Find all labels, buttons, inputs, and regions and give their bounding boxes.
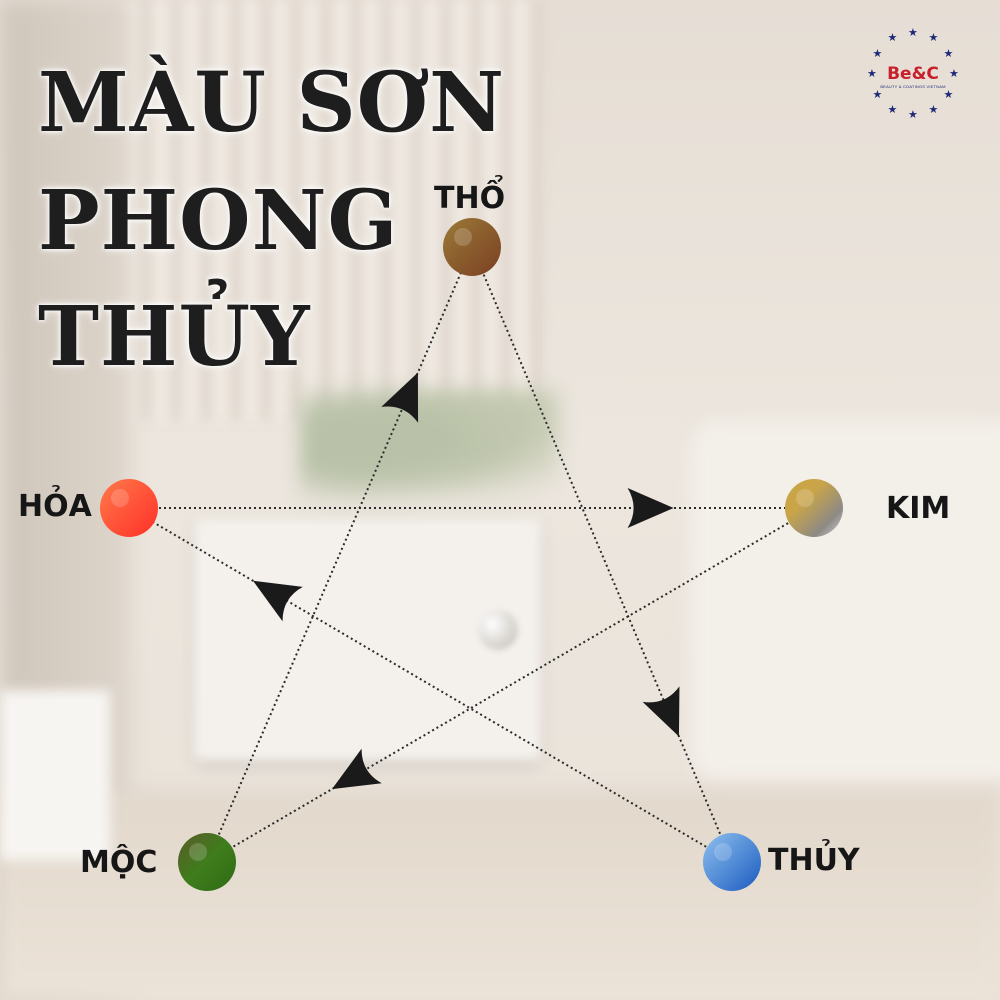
node-thuy-highlight bbox=[714, 843, 732, 861]
label-moc: MỘC bbox=[80, 845, 158, 880]
arrowhead-hoa-to-kim bbox=[627, 488, 674, 528]
logo-star-icon: ★ bbox=[949, 68, 959, 80]
label-thuy: THỦY bbox=[768, 843, 860, 878]
background-floor bbox=[0, 790, 1000, 1000]
node-thuy bbox=[703, 833, 761, 891]
arrowhead-kim-to-moc bbox=[331, 748, 382, 790]
logo-star-icon: ★ bbox=[943, 88, 954, 101]
arrowhead-moc-to-tho bbox=[381, 372, 419, 423]
background-plant bbox=[300, 390, 560, 520]
edge-moc-to-tho bbox=[206, 246, 473, 863]
background-cabinet-knob bbox=[478, 610, 518, 650]
node-hoa bbox=[100, 479, 158, 537]
label-kim: KIM bbox=[886, 491, 951, 526]
logo-star-icon: ★ bbox=[872, 47, 883, 60]
logo-star-icon: ★ bbox=[928, 32, 939, 45]
edge-thuy-to-hoa bbox=[128, 507, 733, 863]
logo-star-icon: ★ bbox=[908, 27, 918, 39]
label-hoa: HỎA bbox=[18, 489, 92, 524]
node-tho bbox=[443, 218, 501, 276]
node-moc bbox=[178, 833, 236, 891]
edge-tho-to-thuy bbox=[471, 246, 733, 863]
background-lamp bbox=[0, 690, 110, 860]
node-hoa-highlight bbox=[111, 489, 129, 507]
arrowhead-tho-to-thuy bbox=[642, 686, 680, 737]
node-moc-highlight bbox=[189, 843, 207, 861]
logo-star-icon: ★ bbox=[908, 109, 918, 121]
logo-star-icon: ★ bbox=[887, 32, 898, 45]
title-line-2: PHONG bbox=[38, 173, 399, 269]
logo-text: Be&C bbox=[887, 64, 939, 84]
logo-star-icon: ★ bbox=[867, 68, 877, 80]
node-tho-highlight bbox=[454, 228, 472, 246]
background-sofa bbox=[690, 420, 1000, 780]
logo-star-icon: ★ bbox=[943, 47, 954, 60]
logo-star-icon: ★ bbox=[928, 103, 939, 116]
edge-kim-to-moc bbox=[206, 507, 815, 863]
logo-star-icon: ★ bbox=[887, 103, 898, 116]
brand-logo: ★ ★ ★ ★ ★ ★ ★ ★ ★ ★ ★ ★ Be&C BEAUTY & COATINGS VIET… bbox=[866, 28, 960, 122]
label-tho: THỔ bbox=[434, 181, 506, 216]
title-line-3: THỦY bbox=[38, 289, 311, 385]
title-line-1: MÀU SƠN bbox=[38, 55, 506, 151]
logo-subtext: BEAUTY & COATINGS VIETNAM bbox=[880, 84, 946, 89]
arrowhead-thuy-to-hoa bbox=[253, 580, 303, 622]
background-wall-panels bbox=[120, 0, 540, 420]
logo-star-icon: ★ bbox=[872, 88, 883, 101]
node-kim bbox=[785, 479, 843, 537]
node-kim-highlight bbox=[796, 489, 814, 507]
